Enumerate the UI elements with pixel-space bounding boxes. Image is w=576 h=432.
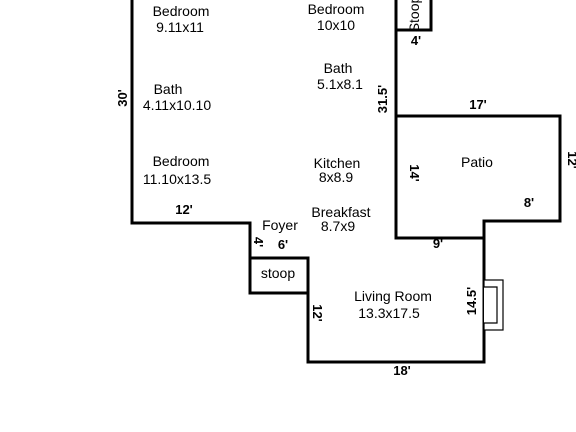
dim-patio-bottom: 9' [433,236,443,251]
dim-foyer-bottom: 6' [278,237,288,252]
dim-left-wall: 30' [115,89,130,107]
room-bath-center-size: 5.1x8.1 [317,76,363,92]
room-breakfast-size: 8.7x9 [321,218,355,234]
room-foyer-name: Foyer [262,217,298,233]
dim-patio-left: 14' [407,164,422,182]
stoop-top-wall [248,114,562,364]
room-bedroom-top-center-name: Bedroom [308,1,365,17]
dim-patio-right: 12' [565,151,576,169]
room-bedroom-left-size: 11.10x13.5 [143,171,211,187]
room-kitchen-size: 8x8.9 [319,169,353,185]
room-breakfast-name: Breakfast [311,204,370,220]
room-bedroom-left-name: Bedroom [153,153,210,169]
dim-bedroom-bottom: 12' [175,202,193,217]
room-living-size: 13.3x17.5 [358,305,420,321]
room-bedroom-top-left-name: Bedroom [153,3,210,19]
left-wing-wall [130,0,252,260]
room-living-name: Living Room [354,288,432,304]
top-stoop-wall [394,0,433,32]
dim-foyer-side: 4' [251,237,266,247]
dim-center-wall: 31.5' [375,85,390,113]
room-bath-center-name: Bath [324,60,353,76]
dim-living-bottom: 18' [393,363,411,378]
stoop-left-wall [248,256,310,295]
room-stoop-top-name: Stoop [406,0,422,32]
dim-living-right: 14.5' [464,287,479,315]
dim-living-left: 12' [310,304,325,322]
room-stoop-front-name: stoop [261,265,295,281]
fireplace-icon [483,279,504,331]
room-patio-name: Patio [461,154,493,170]
room-bath-left-name: Bath [154,81,183,97]
room-bedroom-top-left-size: 9.11x11 [156,19,204,35]
room-bath-left-size: 4.11x10.10 [143,97,211,113]
dim-patio-notch: 8' [524,195,534,210]
room-kitchen-name: Kitchen [314,155,361,171]
room-bedroom-top-center-size: 10x10 [317,17,355,33]
dim-patio-top: 17' [469,97,487,112]
dim-top-stoop-width: 4' [411,33,421,48]
